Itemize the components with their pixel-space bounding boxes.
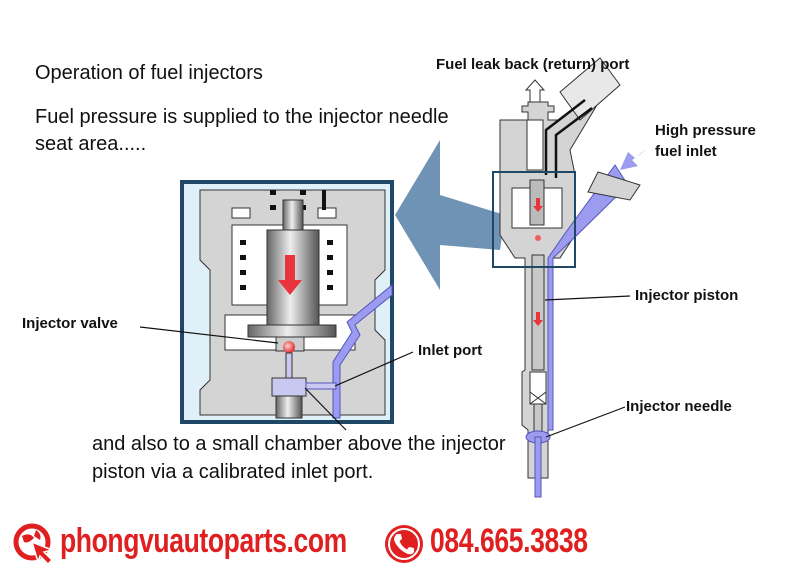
phone-icon: [383, 523, 425, 565]
label-high-pressure-1: High pressure: [655, 122, 756, 139]
label-inlet-port: Inlet port: [418, 342, 483, 359]
zoom-frame-small: [492, 171, 576, 268]
label-high-pressure-2: fuel inlet: [655, 143, 717, 160]
label-injector-needle: Injector needle: [626, 398, 732, 415]
leader-lines: [139, 295, 631, 438]
label-injector-piston: Injector piston: [635, 287, 739, 304]
website-link[interactable]: phongvuautoparts.com: [60, 522, 347, 560]
detail-inset: [180, 180, 394, 424]
intro-text: Fuel pressure is supplied to the injecto…: [35, 106, 449, 155]
page-title: Operation of fuel injectors: [35, 62, 263, 84]
outro-text: and also to a small chamber above the in…: [92, 433, 506, 483]
return-arrow-icon: [524, 79, 546, 103]
globe-cursor-icon: [12, 522, 56, 566]
high-pressure-arrow-icon: [620, 150, 645, 170]
flow-arrow-icon: [278, 255, 302, 295]
main-injector: [499, 57, 645, 498]
label-injector-valve: Injector valve: [22, 315, 118, 332]
label-return-port: Fuel leak back (return) port: [436, 56, 630, 73]
zoom-arrow-icon: [395, 140, 505, 290]
phone-number[interactable]: 084.665.3838: [430, 522, 588, 560]
valve-ball: [283, 341, 295, 353]
